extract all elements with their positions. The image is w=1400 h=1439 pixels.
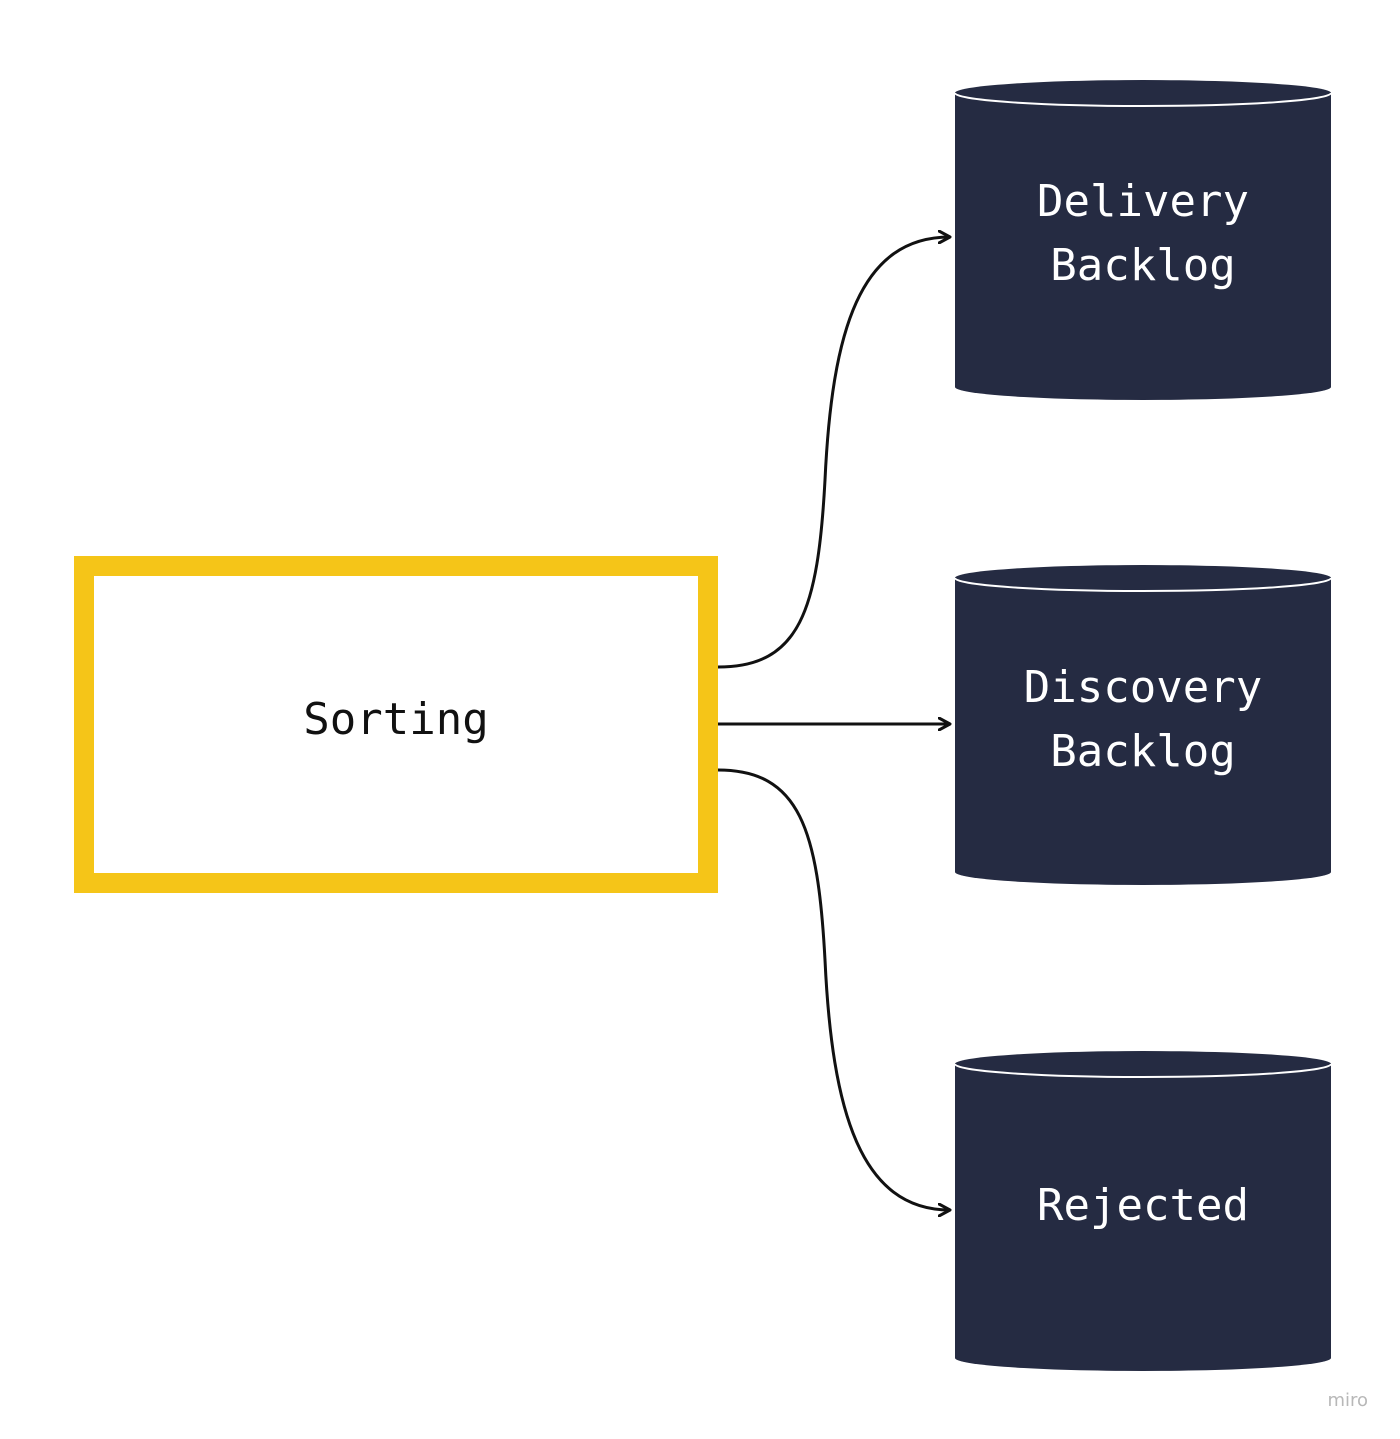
sorting-node[interactable]: Sorting	[74, 556, 718, 893]
delivery-backlog-node[interactable]: Delivery Backlog	[954, 80, 1332, 400]
rejected-node[interactable]: Rejected	[954, 1051, 1332, 1371]
connectors	[717, 237, 950, 1210]
rejected-cylinder	[955, 1051, 1331, 1371]
sorting-box	[74, 556, 718, 893]
delivery-backlog-rim	[954, 92, 1332, 107]
delivery-backlog-cylinder	[955, 80, 1331, 400]
discovery-backlog-label-line1: Discovery	[1024, 662, 1262, 713]
rejected-rim	[954, 1063, 1332, 1078]
miro-watermark: miro	[1327, 1390, 1368, 1411]
sorting-label: Sorting	[303, 694, 488, 745]
rejected-label: Rejected	[1037, 1180, 1249, 1231]
discovery-backlog-node[interactable]: Discovery Backlog	[954, 565, 1332, 885]
edge-sorting-to-delivery[interactable]	[717, 237, 950, 669]
delivery-backlog-label-line1: Delivery	[1037, 176, 1249, 227]
delivery-backlog-label-line2: Backlog	[1050, 240, 1235, 291]
discovery-backlog-rim	[954, 577, 1332, 592]
discovery-backlog-label-line2: Backlog	[1050, 726, 1235, 777]
edge-sorting-to-rejected[interactable]	[717, 768, 950, 1210]
discovery-backlog-cylinder	[955, 565, 1331, 885]
